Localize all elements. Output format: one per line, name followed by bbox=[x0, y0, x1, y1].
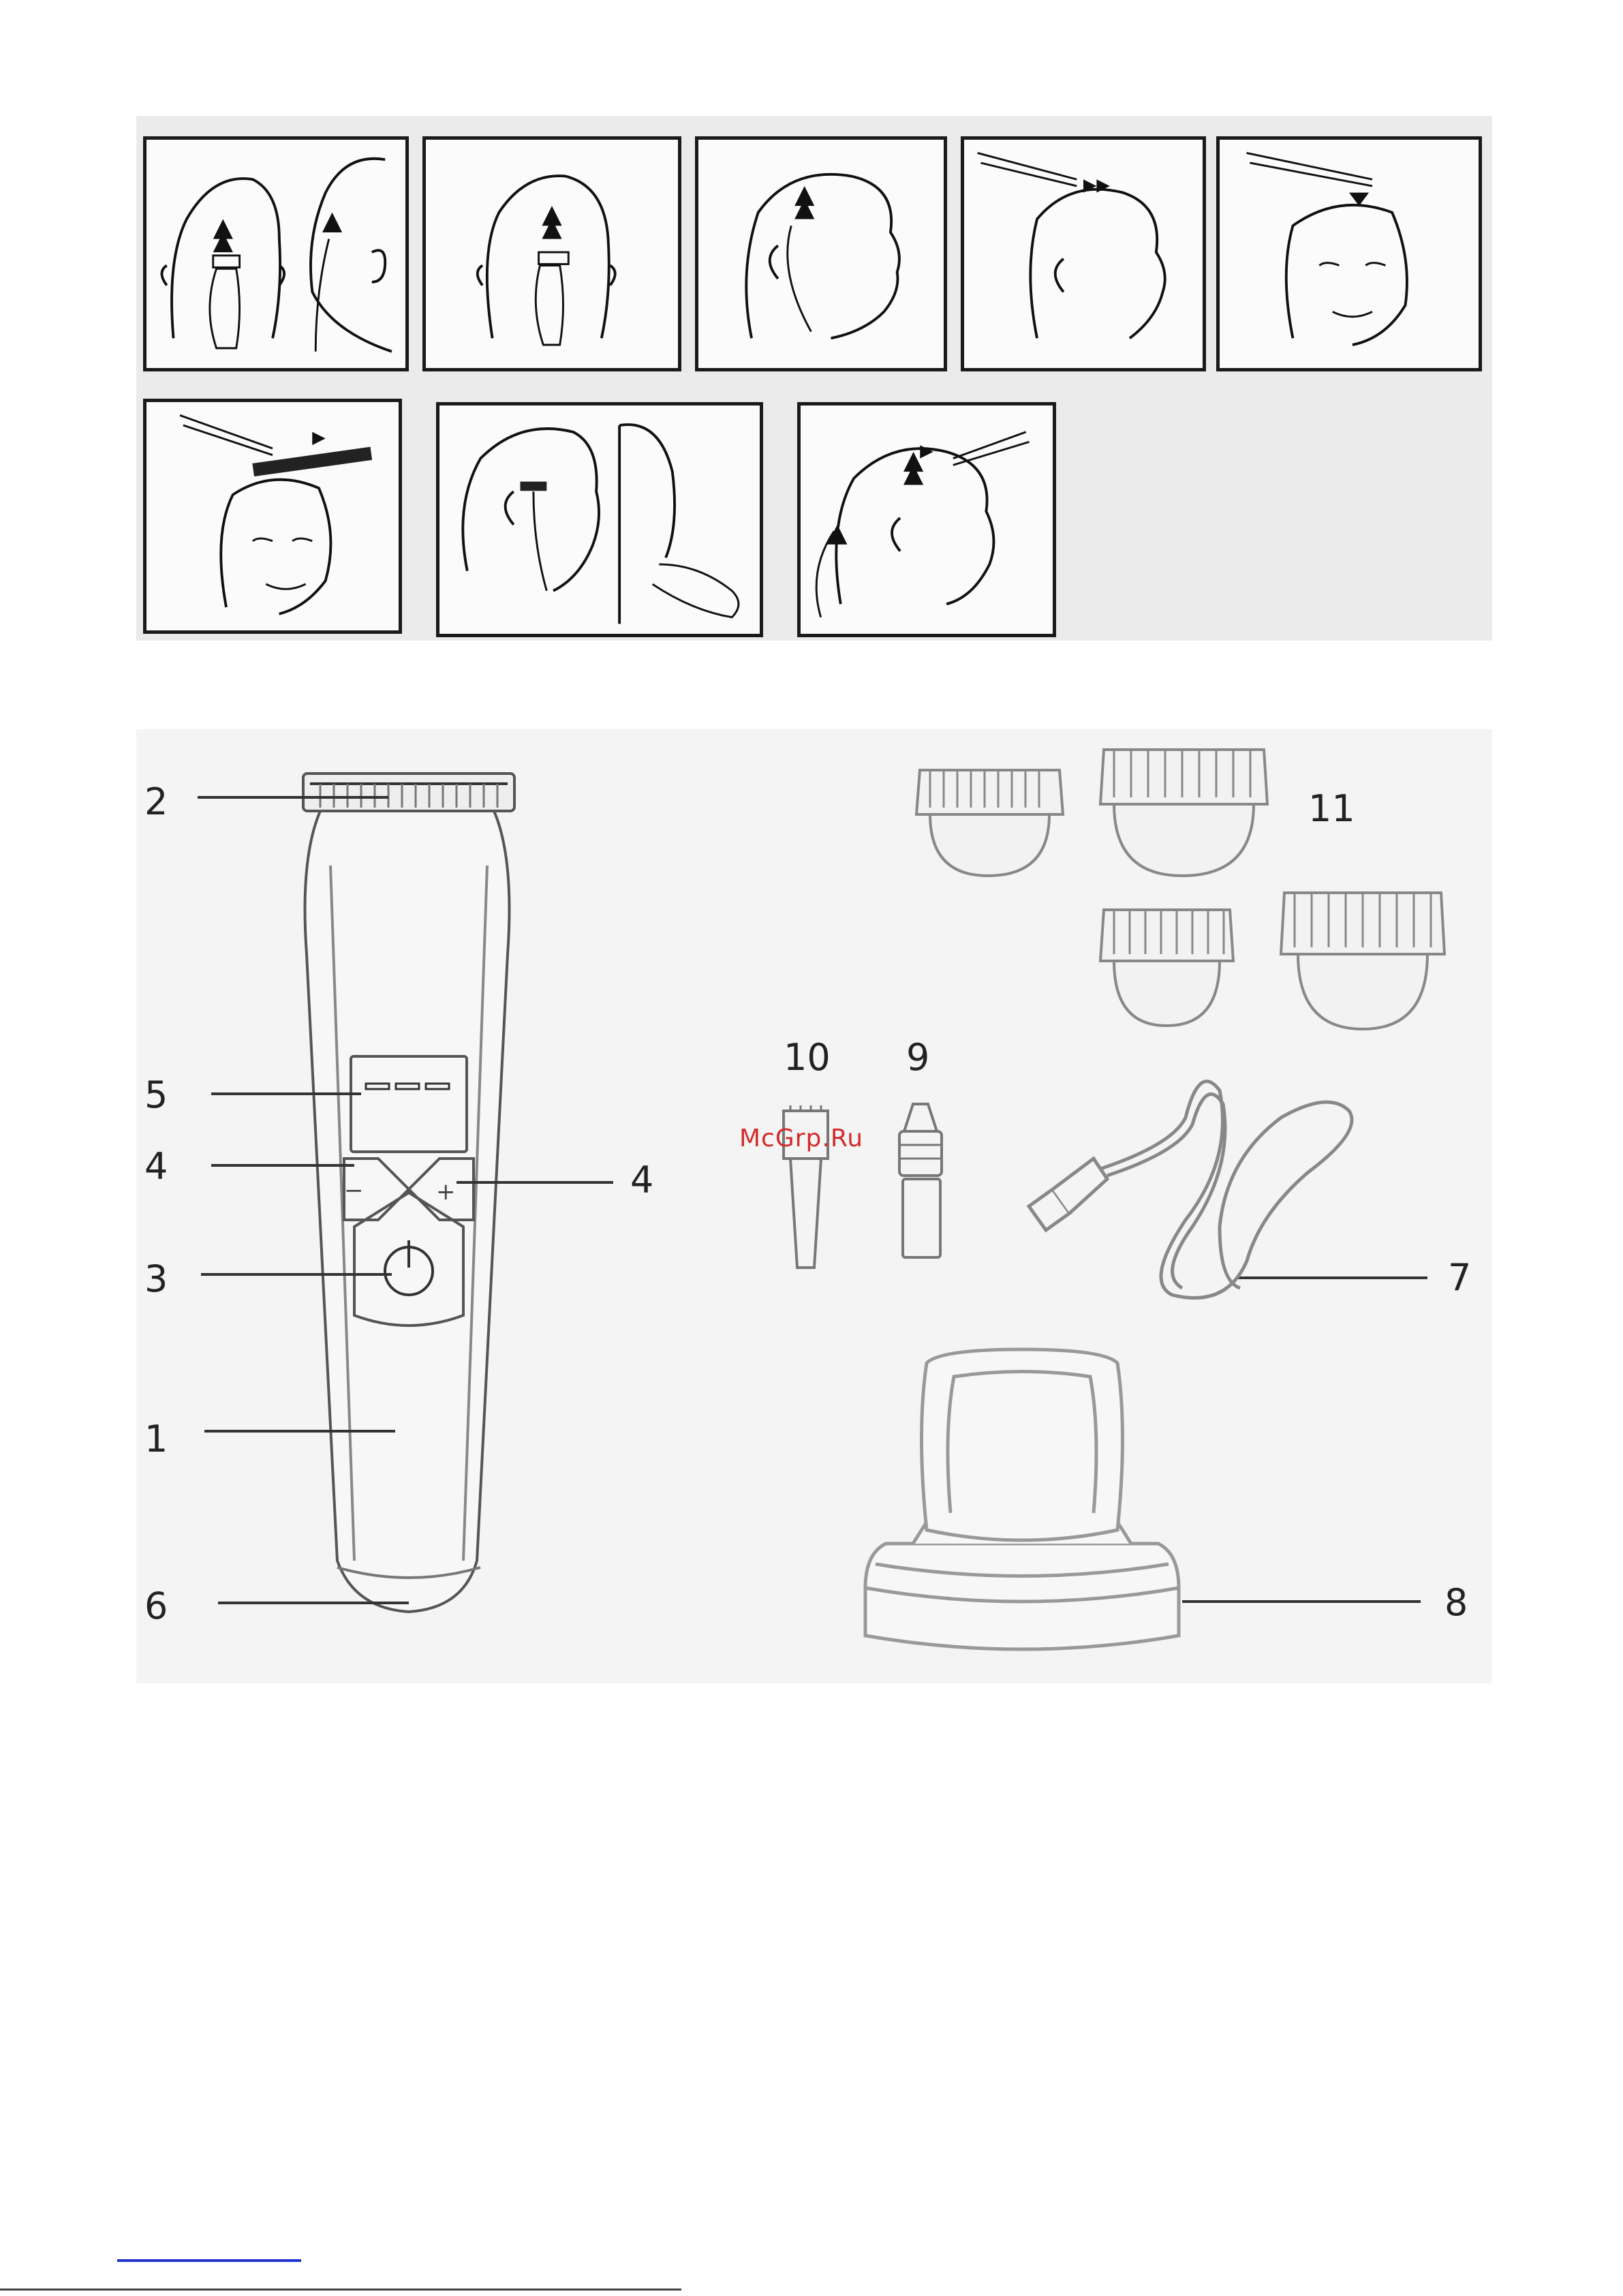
footer-rule bbox=[0, 2289, 681, 2291]
label-blade: 2 bbox=[144, 784, 168, 821]
comb-3 bbox=[1100, 910, 1233, 1026]
label-oil: 9 bbox=[906, 1039, 929, 1076]
footer-link-underline[interactable] bbox=[117, 2259, 301, 2262]
plus-symbol: + bbox=[436, 1178, 456, 1206]
label-charging-stand: 8 bbox=[1444, 1585, 1468, 1621]
label-handle: 1 bbox=[144, 1421, 168, 1458]
label-combs: 11 bbox=[1308, 791, 1355, 827]
label-display: 5 bbox=[144, 1077, 168, 1114]
comb-1 bbox=[916, 770, 1063, 876]
label-power-button: 3 bbox=[144, 1261, 168, 1298]
watermark: McGrp.Ru bbox=[739, 1124, 863, 1152]
comb-2 bbox=[1100, 750, 1267, 876]
label-brush: 10 bbox=[784, 1039, 831, 1076]
power-cord bbox=[1029, 1082, 1352, 1298]
label-power-cord: 7 bbox=[1448, 1259, 1471, 1296]
trimmer bbox=[303, 774, 514, 1612]
oil-bottle bbox=[899, 1104, 942, 1257]
charging-stand bbox=[865, 1349, 1179, 1649]
label-plus-button: 4 bbox=[630, 1162, 653, 1199]
minus-symbol: − bbox=[344, 1177, 364, 1204]
guide-combs bbox=[916, 750, 1444, 1029]
comb-4 bbox=[1281, 893, 1444, 1029]
label-charging-socket: 6 bbox=[144, 1588, 168, 1625]
label-minus-button: 4 bbox=[144, 1148, 168, 1185]
